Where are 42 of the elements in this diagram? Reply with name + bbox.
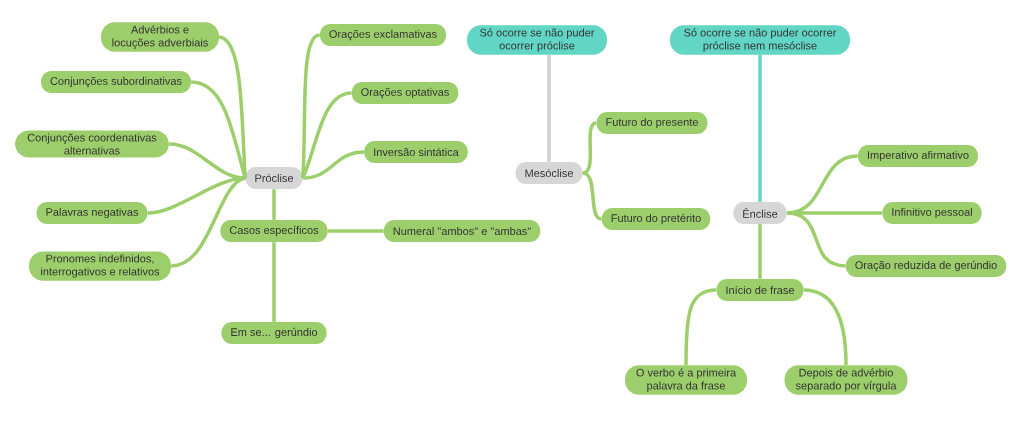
subtopic-box: O verbo é a primeira palavra da frase [625,365,747,395]
note-box: Só ocorre se não puder ocorrer próclise nem mesóclise [670,25,850,55]
subtopic-box: Numeral "ambos" e "ambas" [383,220,541,242]
subtopic-box: Advérbios e locuções adverbiais [101,22,219,52]
subtopic-box: Oração reduzida de gerúndio [845,255,1007,277]
subtopic-box: Futuro do presente [596,112,708,134]
subtopic-box: Casos específicos [220,220,328,242]
subtopic-box: Orações optativas [351,82,459,104]
branch-line [758,224,762,279]
subtopic-box: Orações exclamativas [319,24,447,46]
subtopic-box: Infinitivo pessoal [882,202,982,224]
subtopic-box: Depois de advérbio separado por vírgula [784,365,908,395]
branch-line [302,150,365,180]
branch-line [147,176,246,215]
subtopic-box: Pronomes indefinidos, interrogativos e relativos [29,251,171,281]
subtopic-box: Imperativo afirmativo [857,145,979,167]
branch-line [301,33,321,179]
branch-line [758,54,762,202]
branch-line [170,176,246,268]
branch-line [803,288,848,366]
branch-line [582,171,603,221]
branch-line [218,35,247,179]
subtopic-box: Inversão sintática [364,141,468,163]
branch-line [301,91,352,179]
branch-line [272,189,276,220]
branch-line [191,80,247,179]
branch-line [684,288,717,366]
note-box: Só ocorre se não puder ocorrer próclise [467,25,607,55]
subtopic-box: Futuro do pretérito [601,208,711,230]
topic-box: Próclise [245,167,303,189]
subtopic-box: Início de frase [716,279,804,301]
branch-line [327,229,384,233]
branch-line [582,121,597,175]
subtopic-box: Conjunções coordenativas alternativas [15,130,169,158]
topic-box: Ênclise [733,202,787,224]
branch-line [272,242,276,322]
subtopic-box: Conjunções subordinativas [40,71,192,93]
branch-line [547,54,551,162]
branch-line [786,211,846,268]
topic-box: Mesóclise [515,162,583,184]
subtopic-box: Palavras negativas [36,202,148,224]
subtopic-box: Em se... gerúndio [221,322,327,344]
